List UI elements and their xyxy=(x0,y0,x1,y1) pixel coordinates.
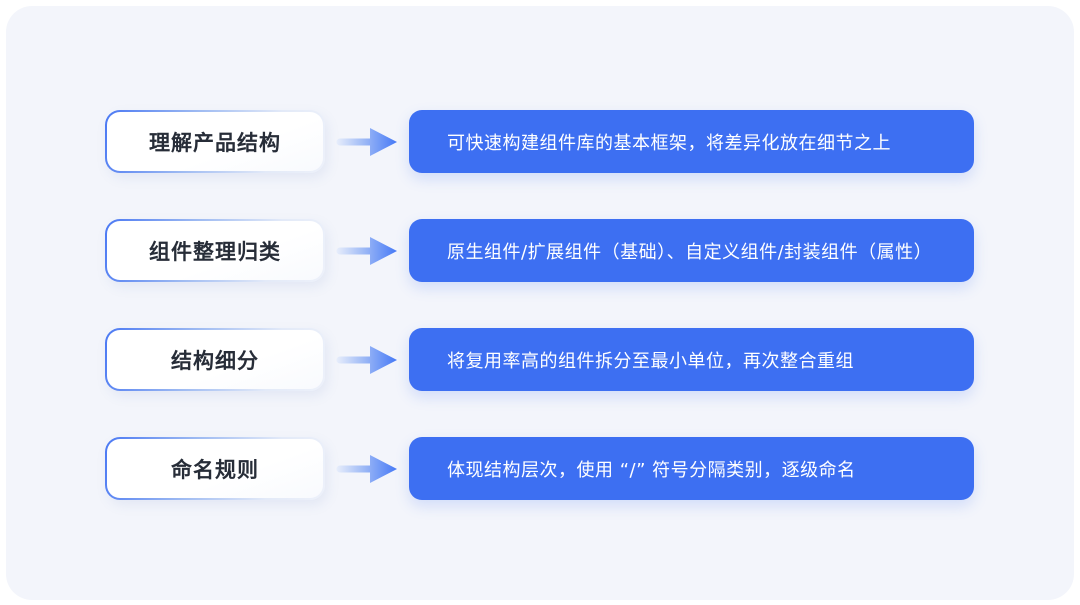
diagram-row-component-grouping: 组件整理归类 原生组件/扩展组件（基础）、自定义组件/封装组件（属性） xyxy=(105,219,974,282)
row-label: 命名规则 xyxy=(107,439,323,498)
arrow-wrap xyxy=(325,343,409,377)
label-pill: 命名规则 xyxy=(105,437,325,500)
row-description: 体现结构层次，使用 “/” 符号分隔类别，逐级命名 xyxy=(409,437,974,500)
label-pill: 结构细分 xyxy=(105,328,325,391)
label-pill: 理解产品结构 xyxy=(105,110,325,173)
diagram-row-naming-rules: 命名规则 体现结构层次，使用 “/” 符号分隔类别，逐级命名 xyxy=(105,437,974,500)
row-description: 可快速构建组件库的基本框架，将差异化放在细节之上 xyxy=(409,110,974,173)
arrow-right-icon xyxy=(336,345,397,374)
row-label: 理解产品结构 xyxy=(107,112,323,171)
diagram-rows: 理解产品结构 可快速构建组件库的基本框架，将差异化放在细节之上 组件整理归类 原 xyxy=(105,110,974,500)
diagram-row-understand-structure: 理解产品结构 可快速构建组件库的基本框架，将差异化放在细节之上 xyxy=(105,110,974,173)
arrow-wrap xyxy=(325,452,409,486)
row-description: 原生组件/扩展组件（基础）、自定义组件/封装组件（属性） xyxy=(409,219,974,282)
label-pill: 组件整理归类 xyxy=(105,219,325,282)
arrow-right-icon xyxy=(336,236,397,265)
arrow-right-icon xyxy=(336,127,397,156)
arrow-wrap xyxy=(325,125,409,159)
arrow-wrap xyxy=(325,234,409,268)
row-label: 结构细分 xyxy=(107,330,323,389)
arrow-right-icon xyxy=(336,454,397,483)
diagram-row-structure-subdivision: 结构细分 将复用率高的组件拆分至最小单位，再次整合重组 xyxy=(105,328,974,391)
row-description: 将复用率高的组件拆分至最小单位，再次整合重组 xyxy=(409,328,974,391)
row-label: 组件整理归类 xyxy=(107,221,323,280)
diagram-panel: 理解产品结构 可快速构建组件库的基本框架，将差异化放在细节之上 组件整理归类 原 xyxy=(6,6,1074,600)
